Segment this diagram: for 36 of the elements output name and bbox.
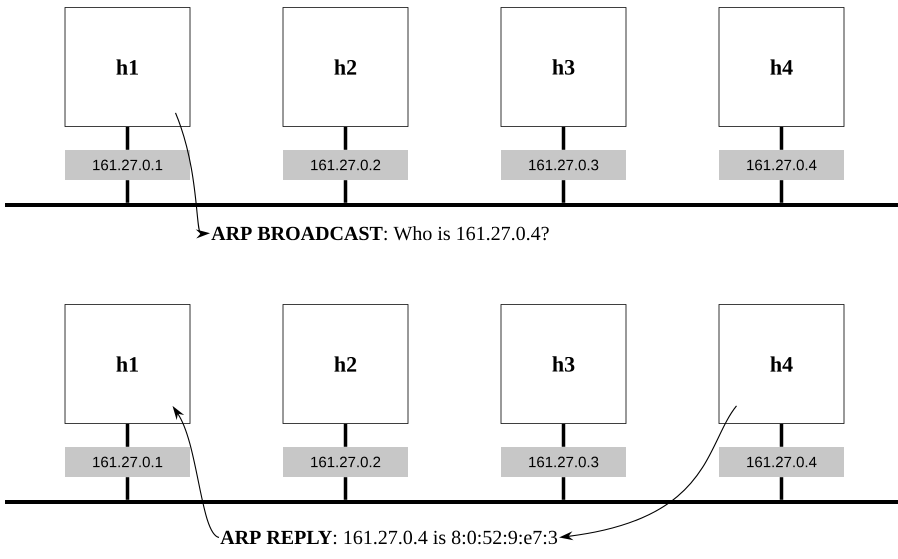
host-box: h1 [64,7,190,127]
network-cable [780,477,784,500]
address-label: 161.27.0.3 [501,150,626,180]
network-cable [126,126,130,150]
host-box: h1 [64,304,190,424]
network-cable [344,126,348,150]
network-cable [344,477,348,500]
address-label: 161.27.0.2 [283,446,408,477]
address-label: 161.27.0.3 [501,446,626,477]
network-cable [126,180,130,203]
network-cable [126,424,130,447]
network-bus [5,203,898,207]
host-box: h4 [718,7,844,127]
network-cable [344,424,348,447]
address-label: 161.27.0.1 [65,446,190,477]
address-label: 161.27.0.4 [719,150,844,180]
network-cable [780,180,784,203]
network-cable [562,477,566,500]
host-box: h3 [500,304,626,424]
host-box: h2 [282,7,408,127]
network-cable [562,424,566,447]
message-text: ARP REPLY: 161.27.0.4 is 8:0:52:9:e7:3 [220,530,558,544]
network-cable [344,180,348,203]
network-bus [5,500,898,504]
network-cable [562,180,566,203]
address-label: 161.27.0.1 [65,150,190,180]
message-text: ARP BROADCAST: Who is 161.27.0.4? [211,226,549,240]
address-label: 161.27.0.4 [719,446,844,477]
network-cable [126,477,130,500]
host-box: h2 [282,304,408,424]
address-label: 161.27.0.2 [283,150,408,180]
network-cable [780,424,784,447]
host-box: h4 [718,304,844,424]
network-cable [562,126,566,150]
host-box: h3 [500,7,626,127]
network-cable [780,126,784,150]
